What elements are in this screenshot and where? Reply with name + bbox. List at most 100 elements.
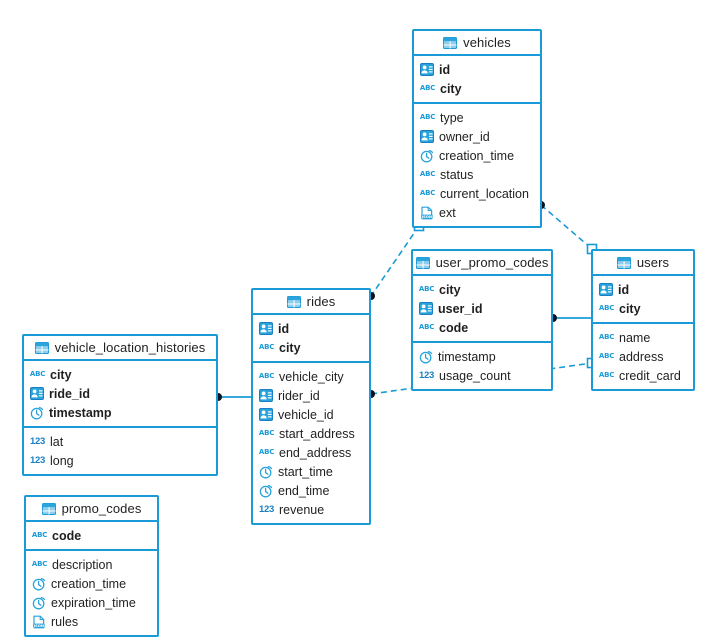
field-row[interactable]: ABC code: [413, 318, 551, 337]
field-label: end_address: [279, 445, 352, 460]
abc-icon: ABC: [418, 323, 435, 331]
field-row[interactable]: timestamp: [24, 403, 216, 422]
field-label: city: [439, 282, 461, 297]
clock-icon: [32, 596, 46, 610]
table-icon: [41, 502, 56, 516]
table-icon: [34, 341, 49, 355]
field-row[interactable]: rider_id: [253, 386, 369, 405]
field-row[interactable]: ABC vehicle_city: [253, 367, 369, 386]
entity-header-users[interactable]: users: [593, 251, 693, 276]
field-label: ride_id: [49, 386, 90, 401]
field-label: lat: [50, 434, 64, 449]
field-row[interactable]: start_time: [253, 462, 369, 481]
entity-title: vehicles: [463, 35, 511, 50]
field-row[interactable]: ABC name: [593, 328, 693, 347]
field-label: city: [440, 81, 462, 96]
field-label: revenue: [279, 502, 325, 517]
relationship-vehicles-users[interactable]: [537, 201, 598, 255]
table-icon: [616, 256, 631, 270]
entity-title: vehicle_location_histories: [54, 340, 206, 355]
field-row[interactable]: ABC type: [414, 108, 540, 127]
entity-header-user_promo_codes[interactable]: user_promo_codes: [413, 251, 551, 276]
abc-icon: ABC: [258, 372, 275, 380]
field-row[interactable]: ABC city: [414, 79, 540, 98]
field-label: address: [619, 349, 664, 364]
relationship-vehicle_location_histories-rides[interactable]: [214, 393, 251, 401]
key-icon: [420, 130, 434, 144]
field-row[interactable]: creation_time: [26, 574, 157, 593]
field-row[interactable]: vehicle_id: [253, 405, 369, 424]
table-icon: [286, 295, 301, 309]
abc-icon: ABC: [419, 170, 436, 178]
clock-icon: [420, 149, 434, 163]
field-label: usage_count: [439, 368, 511, 383]
field-row[interactable]: creation_time: [414, 146, 540, 165]
svg-text:JSON: JSON: [33, 624, 44, 628]
field-label: creation_time: [439, 148, 515, 163]
abc-icon: ABC: [598, 304, 615, 312]
entity-header-vehicles[interactable]: vehicles: [414, 31, 540, 56]
field-row[interactable]: ABC end_address: [253, 443, 369, 462]
relationship-user_promo_codes-users[interactable]: [549, 314, 592, 322]
relationship-line: [540, 204, 593, 250]
field-label: user_id: [438, 301, 483, 316]
field-row[interactable]: expiration_time: [26, 593, 157, 612]
field-row[interactable]: ride_id: [24, 384, 216, 403]
entity-header-vehicle_location_histories[interactable]: vehicle_location_histories: [24, 336, 216, 361]
entity-title: users: [636, 255, 670, 270]
field-row[interactable]: id: [593, 280, 693, 299]
field-label: name: [619, 330, 651, 345]
abc-icon: ABC: [29, 370, 46, 378]
abc-icon: ABC: [598, 333, 615, 341]
entity-title: promo_codes: [61, 501, 142, 516]
abc-icon: ABC: [258, 343, 275, 351]
entity-header-promo_codes[interactable]: promo_codes: [26, 497, 157, 522]
field-row[interactable]: end_time: [253, 481, 369, 500]
field-row[interactable]: owner_id: [414, 127, 540, 146]
field-row[interactable]: user_id: [413, 299, 551, 318]
field-label: city: [279, 340, 301, 355]
abc-icon: ABC: [419, 113, 436, 121]
field-row[interactable]: id: [414, 60, 540, 79]
table-icon: [443, 36, 458, 50]
field-row[interactable]: id: [253, 319, 369, 338]
entity-title: rides: [306, 294, 336, 309]
abc-icon: ABC: [258, 448, 275, 456]
field-label: code: [439, 320, 469, 335]
key-icon: [259, 389, 273, 403]
field-row[interactable]: ABC city: [253, 338, 369, 357]
field-row[interactable]: timestamp: [413, 347, 551, 366]
field-label: vehicle_city: [279, 369, 344, 384]
field-label: code: [52, 528, 82, 543]
field-label: type: [440, 110, 464, 125]
entity-header-rides[interactable]: rides: [253, 290, 369, 315]
abc-icon: ABC: [419, 84, 436, 92]
